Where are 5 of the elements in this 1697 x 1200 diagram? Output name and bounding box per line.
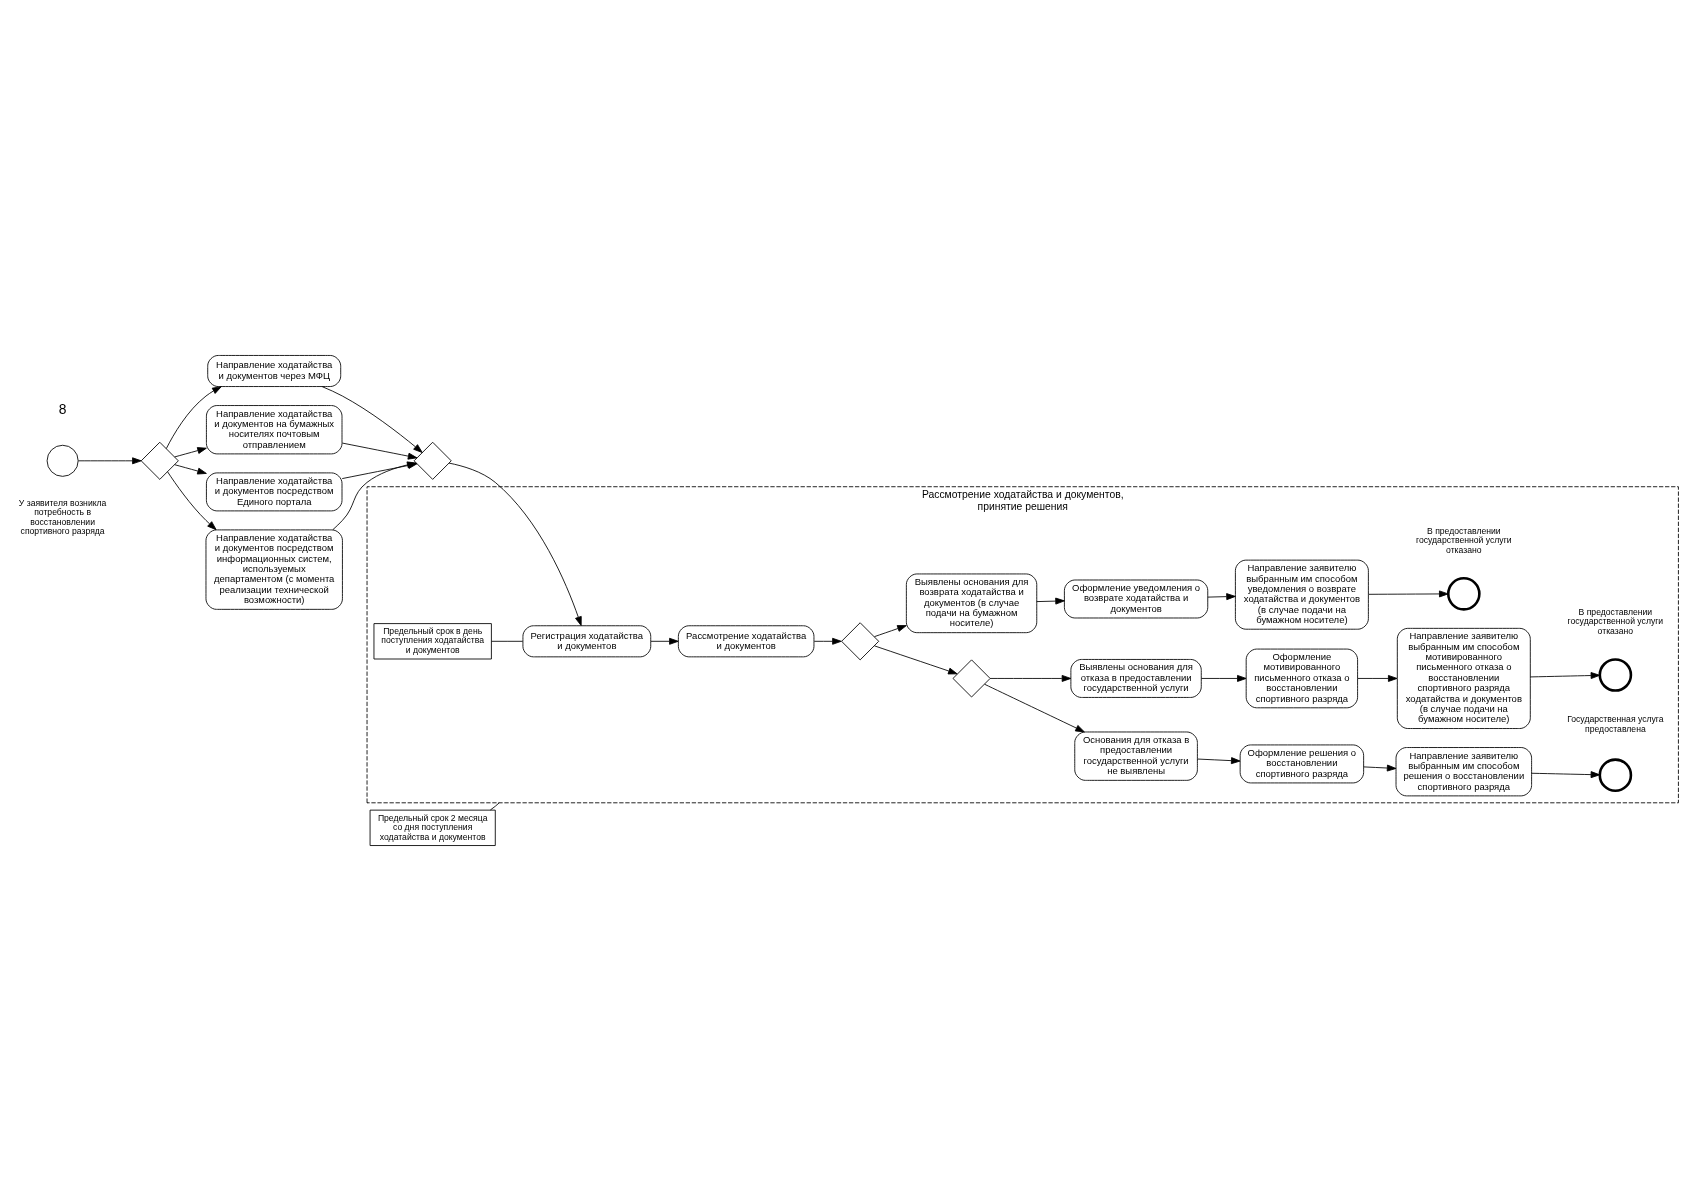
- label: 8: [58, 400, 67, 417]
- node-label: В предоставлении государственной услуги отказано: [1415, 525, 1512, 555]
- node-label: Государственная услуга предоставлена: [1567, 713, 1664, 734]
- node-label: У заявителя возникла потребность в восстановлении спортивного разряда: [18, 497, 107, 536]
- node-label: В предоставлении государственной услуги отказано: [1567, 606, 1664, 636]
